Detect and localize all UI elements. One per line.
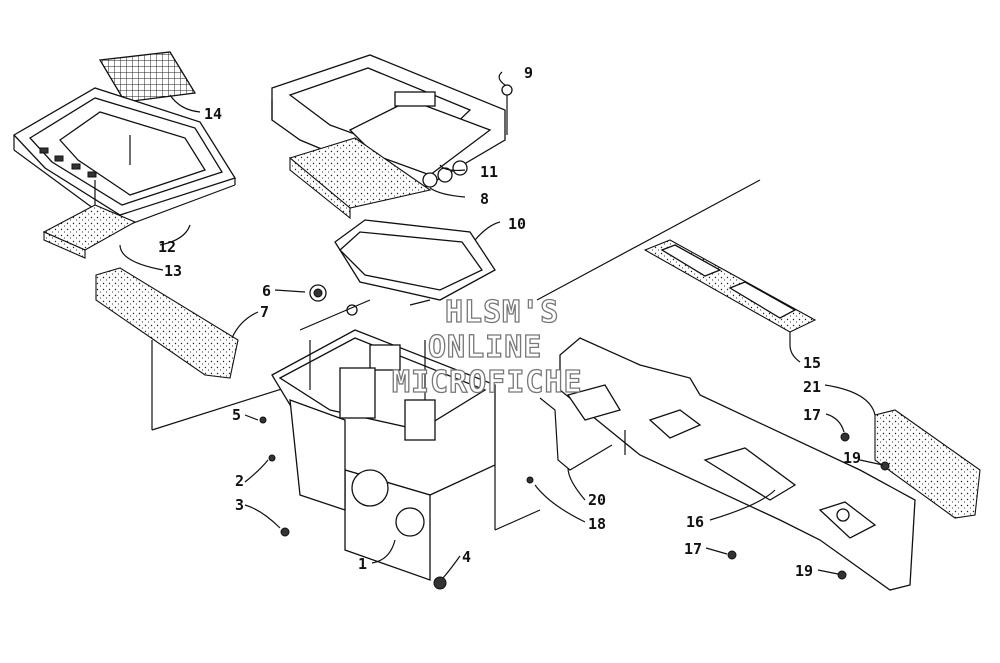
leader-lines: [119, 71, 884, 579]
callout-7: 7: [260, 303, 269, 321]
callout-5: 5: [232, 406, 241, 424]
callout-18: 18: [588, 515, 606, 533]
part-8-foam: [288, 137, 432, 220]
callout-9: 9: [524, 64, 533, 82]
part-4-grommet: [433, 576, 447, 590]
part-20-rod: [539, 397, 613, 471]
part-6-knob: [309, 284, 358, 316]
part-16-console: [559, 337, 916, 591]
callout-10: 10: [508, 215, 526, 233]
part-11-tray: [271, 54, 506, 191]
part-14-screen: [98, 51, 197, 103]
small-hardware: [259, 84, 513, 537]
callout-8: 8: [480, 190, 489, 208]
callout-2: 2: [235, 472, 244, 490]
callout-19-lower: 19: [795, 562, 813, 580]
callout-16: 16: [686, 513, 704, 531]
callout-21: 21: [803, 378, 821, 396]
callout-20: 20: [588, 491, 606, 509]
part-7-foam-strip: [95, 267, 311, 431]
part-10-cover: [334, 219, 496, 306]
callout-4: 4: [462, 548, 471, 566]
watermark-line-1: HLSM'S: [445, 295, 559, 330]
callout-13: 13: [164, 262, 182, 280]
callout-1: 1: [358, 555, 367, 573]
callout-17-upper: 17: [803, 406, 821, 424]
callout-15: 15: [803, 354, 821, 372]
callout-14: 14: [204, 105, 222, 123]
callout-6: 6: [262, 282, 271, 300]
watermark-line-2: ONLINE: [428, 330, 542, 365]
part-1-housing: [271, 329, 496, 581]
console-fasteners: [526, 432, 890, 580]
callout-11: 11: [480, 163, 498, 181]
part-21-foam: [874, 409, 981, 519]
callout-labels: 14 9 11 8 10 12 13 6 7 5 2 3 1 4 20 18 1…: [158, 64, 861, 580]
callout-3: 3: [235, 496, 244, 514]
part-15-gasket: [643, 239, 817, 345]
callout-19-upper: 19: [843, 449, 861, 467]
callout-17-lower: 17: [684, 540, 702, 558]
callout-12: 12: [158, 238, 176, 256]
part-12-panel: [12, 87, 236, 229]
guide-lines: [299, 179, 761, 531]
part-13-pad: [42, 180, 137, 259]
watermark: HLSM'S ONLINE MICROFICHE: [391, 294, 583, 400]
watermark-line-3: MICROFICHE: [392, 365, 583, 400]
